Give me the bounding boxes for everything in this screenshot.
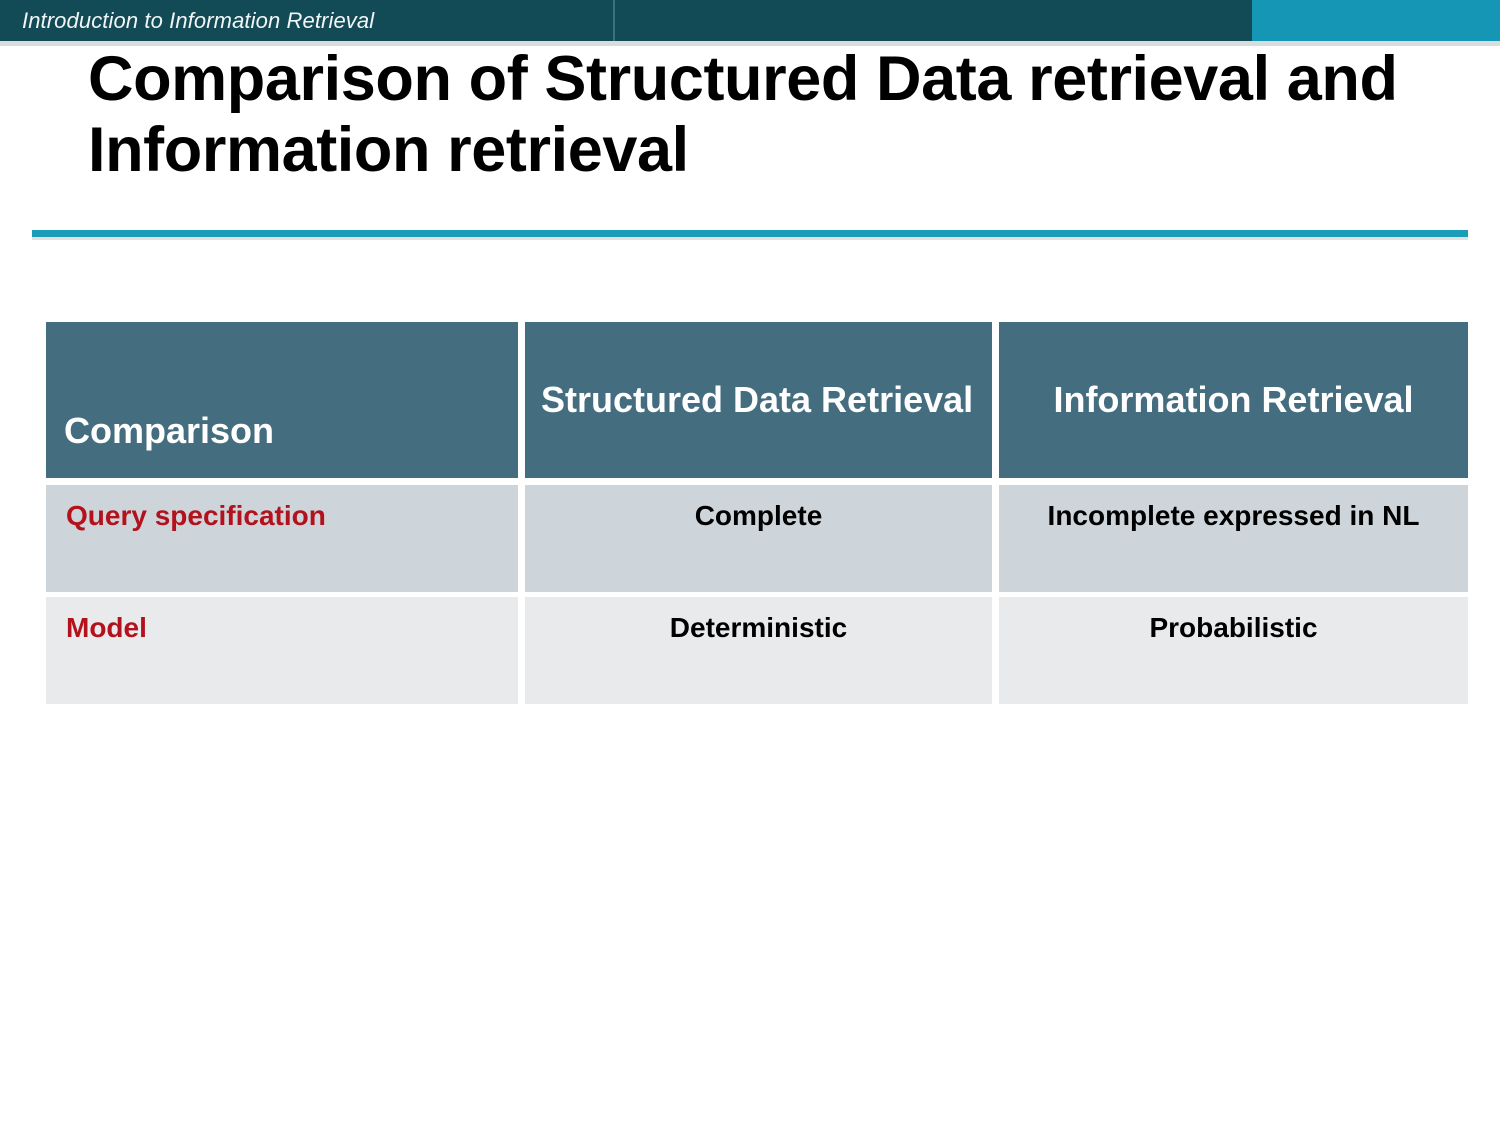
row-value-structured-model: Deterministic	[518, 592, 992, 704]
title-rule-shadow	[32, 237, 1468, 240]
row-value-information-model: Probabilistic	[992, 592, 1468, 704]
table-row: Query specification Complete Incomplete …	[46, 478, 1468, 592]
title-rule	[32, 230, 1468, 237]
column-header-information-retrieval: Information Retrieval	[992, 322, 1468, 478]
slide-banner: Introduction to Information Retrieval	[0, 0, 1500, 41]
row-label-model: Model	[46, 592, 518, 704]
comparison-table: Comparison Structured Data Retrieval Inf…	[46, 322, 1468, 704]
row-value-structured-query-specification: Complete	[518, 478, 992, 592]
column-header-structured-data-retrieval: Structured Data Retrieval	[518, 322, 992, 478]
banner-underline	[0, 41, 1500, 46]
table-header-row: Comparison Structured Data Retrieval Inf…	[46, 322, 1468, 478]
page-title: Comparison of Structured Data retrieval …	[88, 44, 1398, 185]
row-label-query-specification: Query specification	[46, 478, 518, 592]
table-row: Model Deterministic Probabilistic	[46, 592, 1468, 704]
course-label: Introduction to Information Retrieval	[22, 8, 375, 33]
column-header-comparison: Comparison	[46, 322, 518, 478]
row-value-information-query-specification: Incomplete expressed in NL	[992, 478, 1468, 592]
banner-divider	[613, 0, 615, 41]
banner-accent-block	[1252, 0, 1500, 41]
